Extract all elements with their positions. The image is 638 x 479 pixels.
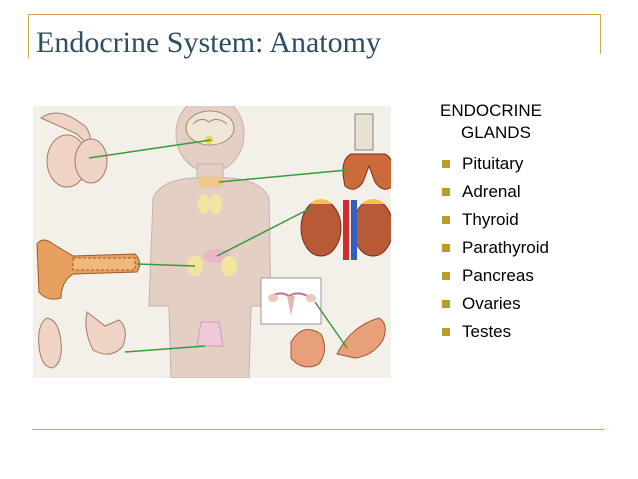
- right-frame-tick: [600, 14, 601, 54]
- list-item-parathyroid: Parathyroid: [440, 234, 615, 262]
- square-bullet-icon: [442, 272, 450, 280]
- list-item-adrenal: Adrenal: [440, 178, 615, 206]
- list-item-pancreas: Pancreas: [440, 262, 615, 290]
- pituitary-gland-icon: [39, 112, 108, 188]
- list-item-thyroid: Thyroid: [440, 206, 615, 234]
- list-item-label: Ovaries: [462, 294, 521, 313]
- thymus-marker: [198, 194, 222, 214]
- square-bullet-icon: [442, 328, 450, 336]
- square-bullet-icon: [442, 160, 450, 168]
- list-item-label: Adrenal: [462, 182, 521, 201]
- leader-lines: [88, 139, 348, 353]
- square-bullet-icon: [442, 244, 450, 252]
- testes-icon: [38, 311, 126, 369]
- bottom-divider: [32, 429, 604, 430]
- square-bullet-icon: [442, 300, 450, 308]
- thyroid-marker: [198, 176, 224, 188]
- brain-icon: [185, 110, 235, 146]
- top-divider: [28, 14, 600, 15]
- glands-list: ENDOCRINE GLANDS Pituitary Adrenal Thyro…: [440, 100, 615, 346]
- ovary-tissue-icon: [290, 317, 386, 368]
- adrenal-gland-icon: [300, 199, 391, 260]
- list-item-pituitary: Pituitary: [440, 150, 615, 178]
- slide-title: Endocrine System: Anatomy: [36, 26, 381, 59]
- pancreas-icon: [36, 239, 141, 300]
- gonad-marker: [196, 321, 224, 347]
- list-item-label: Parathyroid: [462, 238, 549, 257]
- ovaries-icon: [260, 277, 322, 325]
- list-item-label: Pituitary: [462, 154, 524, 173]
- list-item-testes: Testes: [440, 318, 615, 346]
- list-heading: ENDOCRINE GLANDS: [440, 100, 615, 144]
- square-bullet-icon: [442, 216, 450, 224]
- thyroid-gland-icon: [342, 113, 391, 190]
- endocrine-glands-illustration: [33, 106, 391, 378]
- list-item-label: Pancreas: [462, 266, 534, 285]
- list-heading-line1: ENDOCRINE: [440, 101, 543, 120]
- list-heading-line2: GLANDS: [461, 123, 531, 142]
- list-item-label: Thyroid: [462, 210, 519, 229]
- left-frame-tick: [28, 14, 29, 58]
- square-bullet-icon: [442, 188, 450, 196]
- list-item-ovaries: Ovaries: [440, 290, 615, 318]
- glands-items: Pituitary Adrenal Thyroid Parathyroid Pa…: [440, 150, 615, 346]
- list-item-label: Testes: [462, 322, 512, 341]
